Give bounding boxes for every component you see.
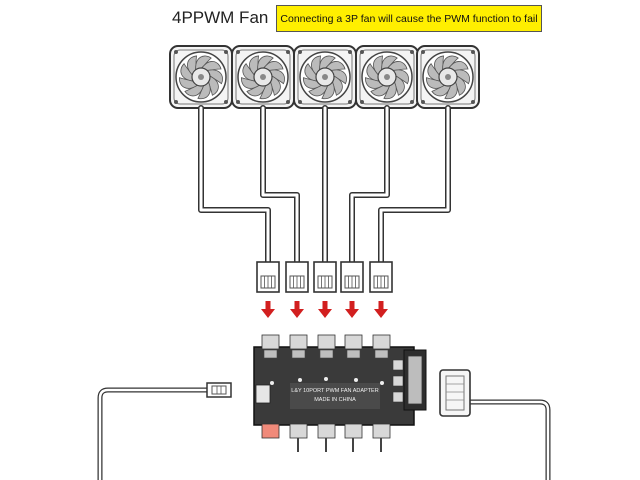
- fan-connector: [285, 261, 309, 293]
- small-connector: [206, 382, 232, 398]
- arrow-down-icon: [318, 301, 332, 318]
- fan-connector: [340, 261, 364, 293]
- fan-icon: [355, 45, 419, 109]
- left-cable: [97, 387, 208, 480]
- fan-hub-board: L&Y 10PORT PWM FAN ADAPTER MADE IN CHINA: [253, 334, 427, 452]
- sata-connector: [439, 369, 471, 417]
- fan-connector: [313, 261, 337, 293]
- sata-cable: [470, 399, 551, 480]
- fan-cables: [198, 105, 451, 271]
- warning-banner: Connecting a 3P fan will cause the PWM f…: [276, 5, 542, 32]
- fan-icon: [169, 45, 233, 109]
- fan-icon: [416, 45, 480, 109]
- board-label-line2: MADE IN CHINA: [314, 397, 356, 403]
- fan-connector: [256, 261, 280, 293]
- fan-icon: [293, 45, 357, 109]
- diagram-title: 4PPWM Fan: [172, 8, 269, 27]
- fan-connector: [369, 261, 393, 293]
- board-label-line1: L&Y 10PORT PWM FAN ADAPTER: [291, 388, 378, 394]
- fan-icon: [231, 45, 295, 109]
- arrow-down-icon: [345, 301, 359, 318]
- arrow-down-icon: [261, 301, 275, 318]
- arrow-down-icon: [374, 301, 388, 318]
- arrow-down-icon: [290, 301, 304, 318]
